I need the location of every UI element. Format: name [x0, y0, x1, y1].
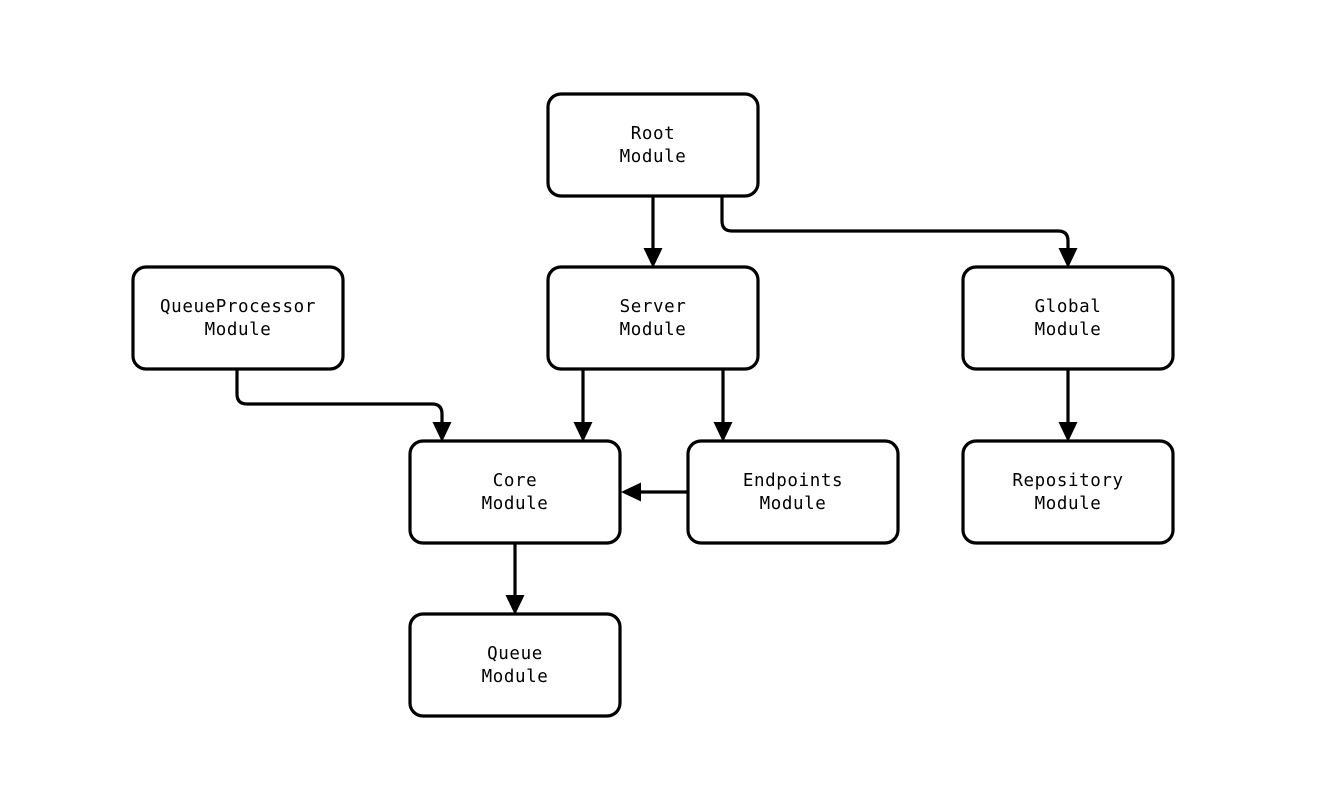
edge-server-to-core: [573, 369, 593, 442]
queueprocessor-module-node-label-line1: QueueProcessor: [160, 297, 316, 317]
endpoints-module-node-rect[interactable]: [686, 439, 900, 545]
server-module-node-label-line2: Module: [620, 320, 687, 340]
global-module-node-label-line2: Module: [1035, 320, 1102, 340]
arrowhead-icon: [713, 422, 733, 442]
edges-layer: [235, 196, 1078, 615]
endpoints-module-node-label-line1: Endpoints: [743, 471, 843, 491]
core-module-node-label-line1: Core: [493, 471, 538, 491]
edge-server-to-endpoints: [713, 369, 733, 442]
edge-queueprocessor-to-core-line: [235, 369, 444, 431]
root-module-node-label-line1: Root: [631, 124, 676, 144]
queue-module-node-label-line2: Module: [482, 667, 549, 687]
repository-module-node-label-line2: Module: [1035, 494, 1102, 514]
queueprocessor-module-node-label-line2: Module: [205, 320, 272, 340]
arrowhead-icon: [505, 595, 525, 615]
server-module-node-label-line1: Server: [620, 297, 687, 317]
queue-module-node-label-line1: Queue: [487, 644, 543, 664]
edge-core-to-queue: [505, 543, 525, 615]
edge-endpoints-to-core: [621, 482, 688, 502]
edge-root-to-server: [643, 196, 663, 268]
root-module-node-rect[interactable]: [546, 92, 760, 198]
edge-global-to-repository: [1058, 369, 1078, 442]
server-module-node-rect[interactable]: [546, 265, 760, 371]
root-module-node-label-line2: Module: [620, 147, 687, 167]
arrowhead-icon: [1058, 422, 1078, 442]
core-module-node-label-line2: Module: [482, 494, 549, 514]
edge-queueprocessor-to-core: [235, 369, 452, 442]
arrowhead-icon: [643, 248, 663, 268]
endpoints-module-node-label-line2: Module: [760, 494, 827, 514]
queue-module-node-rect[interactable]: [408, 612, 622, 718]
global-module-node-label-line1: Global: [1035, 297, 1102, 317]
repository-module-node-label-line1: Repository: [1012, 471, 1123, 491]
arrowhead-icon: [573, 422, 593, 442]
nodes-layer: RootModuleQueueProcessorModuleServerModu…: [131, 92, 1175, 718]
arrowhead-icon: [621, 482, 641, 502]
edge-root-to-global: [720, 196, 1078, 268]
global-module-node-rect[interactable]: [961, 265, 1175, 371]
arrowhead-icon: [1058, 248, 1078, 268]
edge-root-to-global-line: [720, 196, 1070, 257]
queueprocessor-module-node-rect[interactable]: [131, 265, 345, 371]
repository-module-node-rect[interactable]: [961, 439, 1175, 545]
arrowhead-icon: [432, 422, 452, 442]
core-module-node-rect[interactable]: [408, 439, 622, 545]
